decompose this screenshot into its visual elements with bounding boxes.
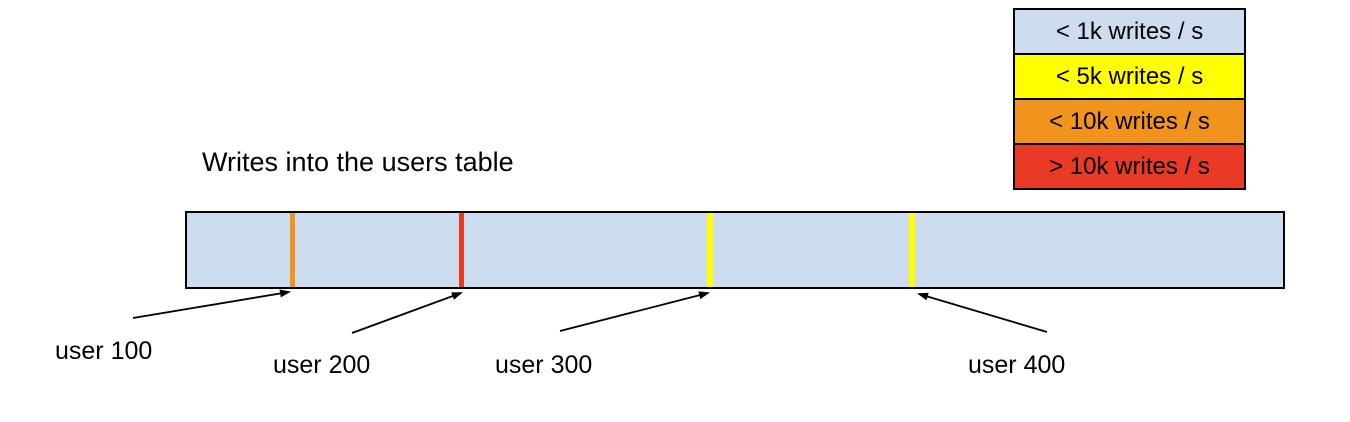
legend-item-label: < 10k writes / s: [1049, 107, 1210, 135]
hotspot-marker-user-300: [707, 213, 713, 287]
legend-item-gt-10k: > 10k writes / s: [1013, 143, 1246, 190]
legend-item-lt-5k: < 5k writes / s: [1013, 53, 1246, 100]
arrow-user-400: [917, 292, 1048, 333]
legend-item-lt-1k: < 1k writes / s: [1013, 8, 1246, 55]
legend-item-lt-10k: < 10k writes / s: [1013, 98, 1246, 145]
legend-item-label: < 1k writes / s: [1055, 17, 1204, 45]
user-label-300: user 300: [495, 351, 593, 379]
arrow-user-300: [559, 291, 710, 332]
hotspot-marker-user-100: [290, 213, 295, 287]
arrow-user-200: [351, 292, 463, 334]
legend: < 1k writes / s < 5k writes / s < 10k wr…: [1013, 8, 1246, 190]
user-label-200: user 200: [273, 351, 371, 379]
legend-item-label: < 5k writes / s: [1055, 62, 1204, 90]
hotspot-marker-user-200: [459, 213, 464, 287]
arrow-user-100: [132, 289, 291, 319]
user-label-400: user 400: [968, 351, 1066, 379]
hotspot-marker-user-400: [909, 213, 915, 287]
users-table-bar: [185, 211, 1285, 289]
user-label-100: user 100: [55, 337, 153, 365]
diagram-title: Writes into the users table: [202, 147, 514, 177]
legend-item-label: > 10k writes / s: [1049, 152, 1210, 180]
